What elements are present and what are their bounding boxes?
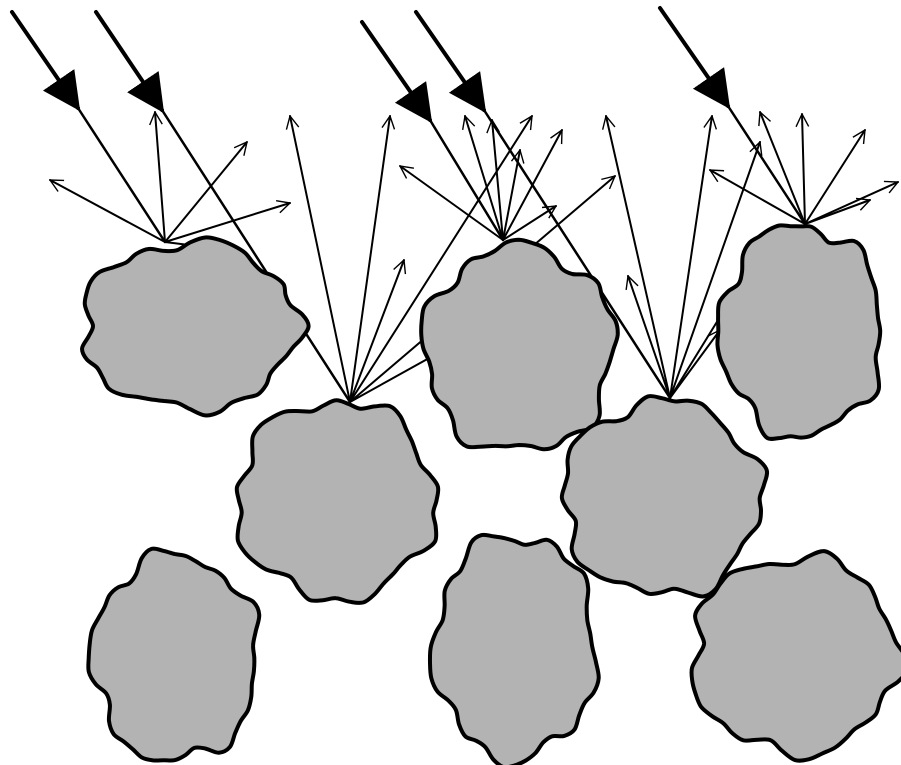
particle-bottom-center xyxy=(427,532,601,765)
scatter-top-right-ray-4 xyxy=(804,182,898,225)
incident-ray-2 xyxy=(94,10,165,114)
particle-middle-right xyxy=(559,394,770,599)
scatter-top-left-ray-3 xyxy=(164,142,248,243)
scatter-middle-right-ray-1 xyxy=(606,116,671,399)
scatter-top-center-ray-5 xyxy=(502,150,520,241)
scatter-middle-left-ray-2 xyxy=(349,116,390,403)
particle-top-right xyxy=(715,223,883,441)
scatter-top-center-ray-1 xyxy=(400,165,504,241)
scatter-middle-right-ray-5 xyxy=(628,276,671,399)
scatter-middle-left-ray-1 xyxy=(290,116,351,403)
scatter-middle-right-ray-3 xyxy=(669,142,760,399)
scatter-top-right-ray-1 xyxy=(710,169,806,225)
scatter-top-left-ray-4 xyxy=(164,203,290,243)
scatter-middle-left-ray-3 xyxy=(349,116,533,403)
particle-middle-left xyxy=(234,398,441,605)
incident-ray-4 xyxy=(414,10,487,114)
particle-top-left xyxy=(80,235,311,418)
scatter-top-center-ray-2 xyxy=(465,116,504,241)
particles-layer xyxy=(80,223,901,765)
scatter-middle-right-ray-6 xyxy=(669,330,721,399)
incident-ray-5-path xyxy=(726,104,807,226)
rays-layer xyxy=(10,6,898,404)
scatter-top-center-ray-4 xyxy=(502,130,563,241)
scatter-top-left-ray-2 xyxy=(155,112,166,243)
scatter-top-right-ray-5 xyxy=(760,112,806,225)
scatter-middle-left-ray-6 xyxy=(349,260,404,403)
scatter-top-center-ray-6 xyxy=(502,205,556,241)
incident-ray-5 xyxy=(658,6,731,110)
particle-bottom-right xyxy=(689,549,901,763)
scatter-middle-left-ray-5 xyxy=(349,351,440,403)
incident-ray-1 xyxy=(10,10,81,112)
incident-ray-2-path xyxy=(160,108,352,404)
scatter-top-right-ray-3 xyxy=(804,130,866,225)
incident-ray-3-path xyxy=(428,118,505,242)
scatter-top-right-ray-2 xyxy=(802,113,805,225)
scatter-top-right-ray-6 xyxy=(804,200,870,225)
particle-bottom-left xyxy=(86,546,262,763)
incident-ray-1-path xyxy=(76,106,167,244)
incident-ray-3 xyxy=(360,20,433,124)
scatter-top-center-ray-3 xyxy=(492,120,504,241)
scatter-middle-right-ray-2 xyxy=(669,116,712,399)
scatter-top-left-ray-1 xyxy=(50,179,166,243)
particle-top-center xyxy=(419,237,620,452)
